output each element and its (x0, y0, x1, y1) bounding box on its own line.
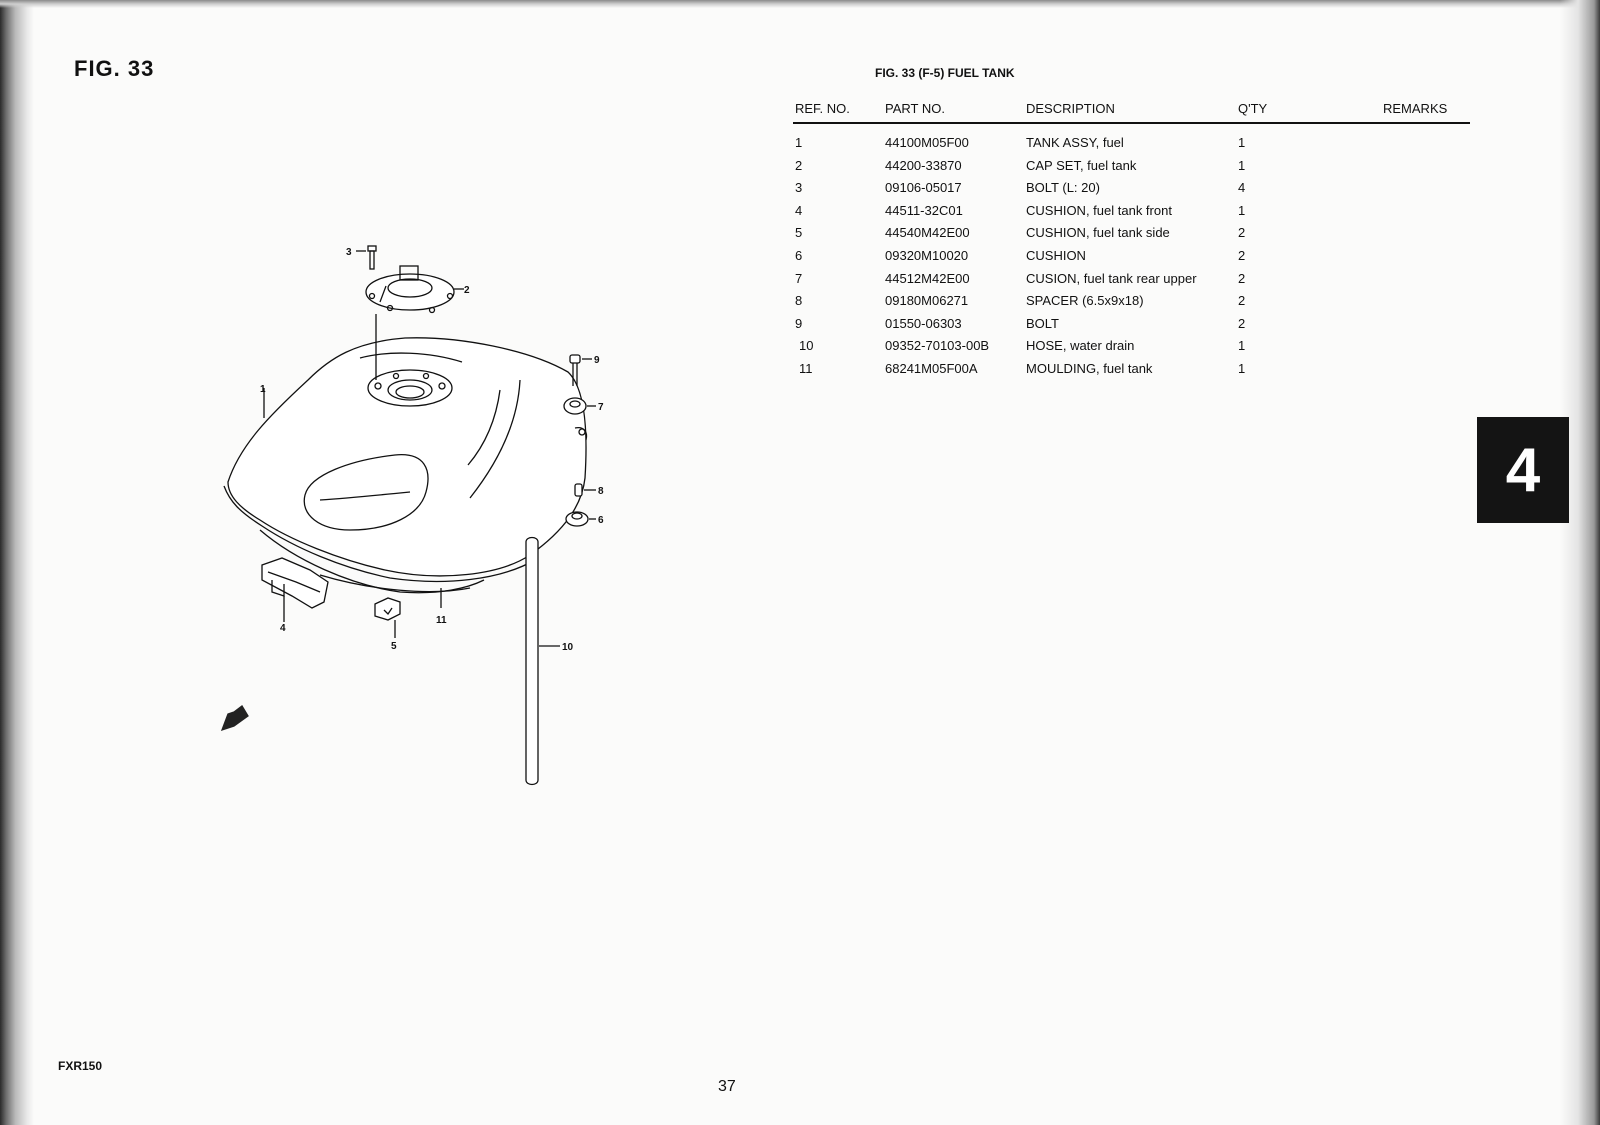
book-spine-shadow (0, 0, 34, 1125)
callout-8: 8 (598, 486, 604, 497)
figure-label: FIG. 33 (74, 56, 155, 81)
callout-1: 1 (260, 384, 266, 395)
front-direction-arrow-icon (220, 705, 249, 732)
part-no-cell: 09320M10020 (885, 247, 969, 263)
ref-no-cell: 5 (795, 225, 803, 241)
qty-cell: 4 (1238, 180, 1246, 196)
fuel-tank-part (223, 337, 588, 594)
description-cell: CAP SET, fuel tank (1026, 157, 1137, 173)
water-drain-hose-part (525, 536, 560, 786)
ref-no-cell: 7 (795, 270, 803, 286)
qty-cell: 2 (1238, 225, 1246, 241)
qty-cell: 1 (1238, 157, 1246, 173)
ref-no-cell: 3 (795, 180, 803, 196)
table-row: 1 44100M05F00 TANK ASSY, fuel 1 (793, 132, 1470, 155)
table-row: 7 44512M42E00 CUSION, fuel tank rear upp… (793, 268, 1470, 291)
callout-4: 4 (280, 623, 286, 634)
parts-table: REF. NO. PART NO. DESCRIPTION Q'TY REMAR… (793, 96, 1470, 381)
callout-5: 5 (391, 641, 397, 652)
table-row: 4 44511-32C01 CUSHION, fuel tank front 1 (793, 200, 1470, 223)
fuel-tank-exploded-diagram: 1 2 3 4 5 6 7 8 9 10 11 (220, 245, 604, 786)
table-row: 11 68241M05F00A MOULDING, fuel tank 1 (793, 358, 1470, 381)
part-no-cell: 01550-06303 (885, 315, 962, 331)
description-cell: CUSHION, fuel tank side (1026, 225, 1170, 241)
table-header: REF. NO. PART NO. DESCRIPTION Q'TY REMAR… (793, 96, 1470, 124)
qty-cell: 2 (1238, 315, 1246, 331)
description-cell: CUSHION (1026, 247, 1086, 263)
table-row: 5 44540M42E00 CUSHION, fuel tank side 2 (793, 222, 1470, 245)
table-body: 1 44100M05F00 TANK ASSY, fuel 1 2 44200-… (793, 124, 1470, 381)
side-cushion-part (374, 597, 401, 638)
description-cell: SPACER (6.5x9x18) (1026, 293, 1144, 309)
qty-cell: 1 (1238, 338, 1246, 354)
page-number: 37 (718, 1078, 736, 1095)
right-edge-shadow (1560, 0, 1600, 1125)
qty-cell: 2 (1238, 270, 1246, 286)
spacer-part (574, 483, 596, 497)
table-row: 3 09106-05017 BOLT (L: 20) 4 (793, 177, 1470, 200)
table-row: 10 09352-70103-00B HOSE, water drain 1 (793, 335, 1470, 358)
part-no-cell: 44100M05F00 (885, 135, 969, 150)
callout-7: 7 (598, 402, 604, 413)
qty-cell: 2 (1238, 247, 1246, 263)
fuel-cap-part (365, 265, 464, 380)
part-no-cell: 68241M05F00A (885, 360, 978, 376)
part-no-cell: 09352-70103-00B (885, 338, 990, 354)
section-tab: 4 (1477, 417, 1569, 523)
ref-no-cell: 1 (795, 135, 803, 150)
ref-no-cell: 6 (795, 247, 803, 263)
description-cell: TANK ASSY, fuel (1026, 135, 1124, 150)
callout-11: 11 (436, 615, 447, 626)
model-name: FXR150 (58, 1059, 103, 1073)
header-ref-no: REF. NO. (795, 101, 850, 116)
qty-cell: 1 (1238, 135, 1246, 150)
callout-6: 6 (598, 515, 604, 526)
ref-no-cell: 10 (799, 338, 814, 354)
front-cushion-part (261, 557, 329, 622)
ref-no-cell: 9 (795, 315, 803, 331)
table-row: 2 44200-33870 CAP SET, fuel tank 1 (793, 155, 1470, 178)
description-cell: CUSION, fuel tank rear upper (1026, 270, 1197, 286)
ref-no-cell: 11 (799, 360, 813, 376)
ref-no-cell: 4 (795, 202, 803, 218)
part-no-cell: 44540M42E00 (885, 225, 970, 241)
part-no-cell: 44512M42E00 (885, 270, 970, 286)
bolt-part (356, 245, 377, 270)
table-row: 6 09320M10020 CUSHION 2 (793, 245, 1470, 268)
callout-10: 10 (562, 642, 574, 653)
qty-cell: 1 (1238, 360, 1246, 376)
description-cell: MOULDING, fuel tank (1026, 360, 1153, 376)
qty-cell: 2 (1238, 293, 1246, 309)
header-qty: Q'TY (1238, 101, 1268, 116)
part-no-cell: 44511-32C01 (885, 202, 963, 218)
table-row: 8 09180M06271 SPACER (6.5x9x18) 2 (793, 290, 1470, 313)
top-edge-shadow (0, 0, 1600, 8)
description-cell: HOSE, water drain (1026, 338, 1135, 354)
part-no-cell: 09180M06271 (885, 293, 969, 309)
callout-3: 3 (346, 247, 352, 258)
part-no-cell: 44200-33870 (885, 157, 962, 173)
callout-2: 2 (464, 285, 470, 296)
table-row: 9 01550-06303 BOLT 2 (793, 313, 1470, 336)
qty-cell: 1 (1238, 202, 1246, 218)
description-cell: BOLT (1026, 315, 1059, 331)
bolt-part (569, 354, 592, 386)
cushion-part (565, 511, 596, 527)
description-cell: CUSHION, fuel tank front (1026, 202, 1172, 218)
part-no-cell: 09106-05017 (885, 180, 962, 196)
header-remarks: REMARKS (1383, 101, 1448, 116)
header-part-no: PART NO. (885, 101, 945, 116)
cushion-part (563, 397, 596, 415)
ref-no-cell: 2 (795, 157, 803, 173)
description-cell: BOLT (L: 20) (1026, 180, 1100, 196)
callout-9: 9 (594, 355, 600, 366)
header-description: DESCRIPTION (1026, 101, 1115, 116)
ref-no-cell: 8 (795, 293, 803, 309)
table-title: FIG. 33 (F-5) FUEL TANK (875, 66, 1015, 80)
